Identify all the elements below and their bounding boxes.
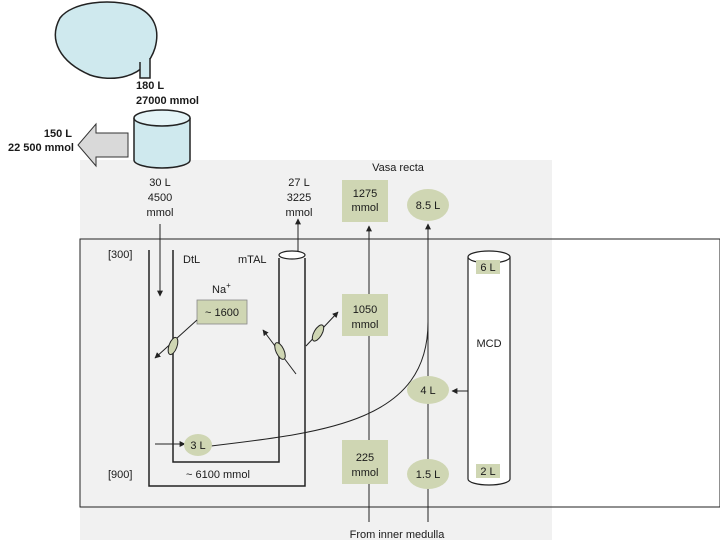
vasa-recta-bottom-water-oval: [407, 459, 449, 489]
vasa-recta-top-box: [342, 180, 388, 222]
vasa-recta-bottom-water: 1.5 L: [416, 469, 440, 481]
mcd-tube: [467, 257, 511, 486]
vasa-recta-mid-box: [342, 294, 388, 336]
reabsorbed-amount-label: 22 500 mmol: [8, 142, 74, 154]
vasa-recta-top-unit: mmol: [352, 202, 379, 214]
sodium-reabsorption-box: [196, 299, 248, 325]
sodium-reabsorption-value: ~ 1600: [205, 307, 239, 319]
loop-water-curve: [210, 321, 429, 447]
mcd-bottom-box: [476, 464, 500, 478]
middle-water-oval: [407, 376, 449, 404]
inner-medulla-label: From inner medulla: [350, 529, 446, 540]
loop-water-oval: [184, 434, 212, 456]
proximal-tubule-cylinder: [133, 118, 191, 169]
mtal-exit-volume: 27 L: [288, 177, 309, 189]
vasa-recta-mid-unit: mmol: [352, 319, 379, 331]
loop-inner-wall: [172, 250, 280, 463]
mtal-transporter: [274, 342, 286, 360]
vasa-recta-top-value: 1275: [353, 188, 377, 200]
dtl-label: DtL: [183, 254, 200, 266]
vasa-recta-bottom-value: 225: [356, 452, 374, 464]
osmolality-top: [300]: [108, 249, 132, 261]
loop-bottom-amount: ~ 6100 mmol: [186, 469, 250, 481]
glomerulus-shape: [54, 1, 158, 80]
loop-water-value: 3 L: [190, 440, 205, 452]
loop-outer-wall: [148, 250, 306, 487]
mcd-label: MCD: [476, 338, 501, 350]
filtered-volume-label: 180 L: [136, 80, 164, 92]
dtl-entry-unit: mmol: [147, 207, 174, 219]
mcd-top-value: 6 L: [480, 262, 495, 274]
mtal-exit-amount: 3225: [287, 192, 311, 204]
loop-bottom-fill: [151, 463, 303, 485]
vasa-recta-bottom-box: [342, 440, 388, 484]
mtal-label: mTAL: [238, 254, 267, 266]
vasa-recta-title: Vasa recta: [372, 162, 425, 174]
proximal-tubule-top: [133, 109, 191, 127]
vasa-recta-bottom-unit: mmol: [352, 467, 379, 479]
dtl-entry-amount: 4500: [148, 192, 172, 204]
mtal-exit-unit: mmol: [286, 207, 313, 219]
mcd-top-box: [476, 260, 500, 274]
interstitium-transporter: [311, 324, 325, 342]
mtal-opening: [278, 250, 306, 260]
vasa-recta-top-water: 8.5 L: [416, 200, 440, 212]
osmolality-bottom: [900]: [108, 469, 132, 481]
vasa-recta-top-water-oval: [407, 189, 449, 221]
sodium-label: Na+: [212, 281, 231, 296]
dtl-entry-volume: 30 L: [149, 177, 170, 189]
reabsorbed-volume-label: 150 L: [44, 128, 72, 140]
filtered-amount-label: 27000 mmol: [136, 95, 199, 107]
vasa-recta-mid-value: 1050: [353, 304, 377, 316]
mcd-bottom-value: 2 L: [480, 466, 495, 478]
reabsorption-arrow: [77, 122, 129, 168]
dtl-transporter: [167, 336, 179, 356]
middle-water: 4 L: [420, 385, 435, 397]
medulla-frame: [79, 238, 720, 508]
glomerulus-stem: [139, 58, 151, 79]
